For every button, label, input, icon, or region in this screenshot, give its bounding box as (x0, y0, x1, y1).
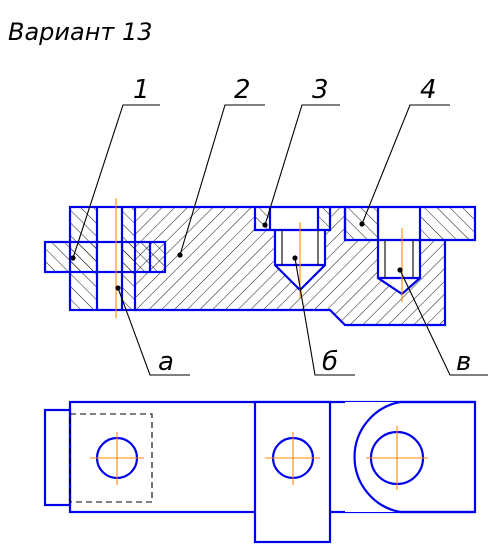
part-1-bar-bore (97, 242, 122, 272)
callout-1: 1 (133, 75, 150, 105)
leader-4-dot (359, 221, 365, 227)
section-view (43, 198, 477, 327)
callout-v: в (456, 347, 471, 377)
part-3-left (255, 207, 270, 230)
part-2-body (135, 207, 445, 325)
callout-2: 2 (234, 75, 251, 105)
part-1-bar-outline (43, 240, 167, 274)
leaders-bottom (115, 255, 488, 376)
callout-b: б (322, 347, 338, 377)
leader-v-dot (397, 267, 403, 273)
part-3-outline (253, 205, 332, 232)
leader-1-dot (70, 255, 76, 261)
leader-1 (72, 104, 160, 259)
leader-a-dot (115, 285, 121, 291)
plan-part3-outline (253, 400, 332, 544)
leader-3-dot (262, 222, 268, 228)
part-3-right (318, 207, 330, 230)
callout-4: 4 (420, 75, 437, 105)
plan-view (43, 400, 477, 544)
leader-b (294, 257, 355, 376)
drawing-title: Вариант 13 (8, 18, 153, 46)
part-4-right (420, 207, 475, 240)
leader-4 (361, 104, 450, 225)
leader-v (399, 269, 488, 376)
plan-part4-outline (353, 400, 475, 514)
plan-hidden-part1 (69, 413, 153, 503)
leader-a (117, 287, 190, 376)
plan-left-tab (43, 408, 72, 507)
part-4-outline (343, 205, 477, 242)
leader-b-dot (292, 255, 298, 261)
leader-2-dot (177, 252, 183, 258)
leader-3 (264, 104, 340, 226)
leader-2 (179, 104, 265, 256)
callout-a: а (158, 347, 174, 377)
callout-3: 3 (312, 75, 329, 105)
leaders-top (70, 104, 450, 261)
